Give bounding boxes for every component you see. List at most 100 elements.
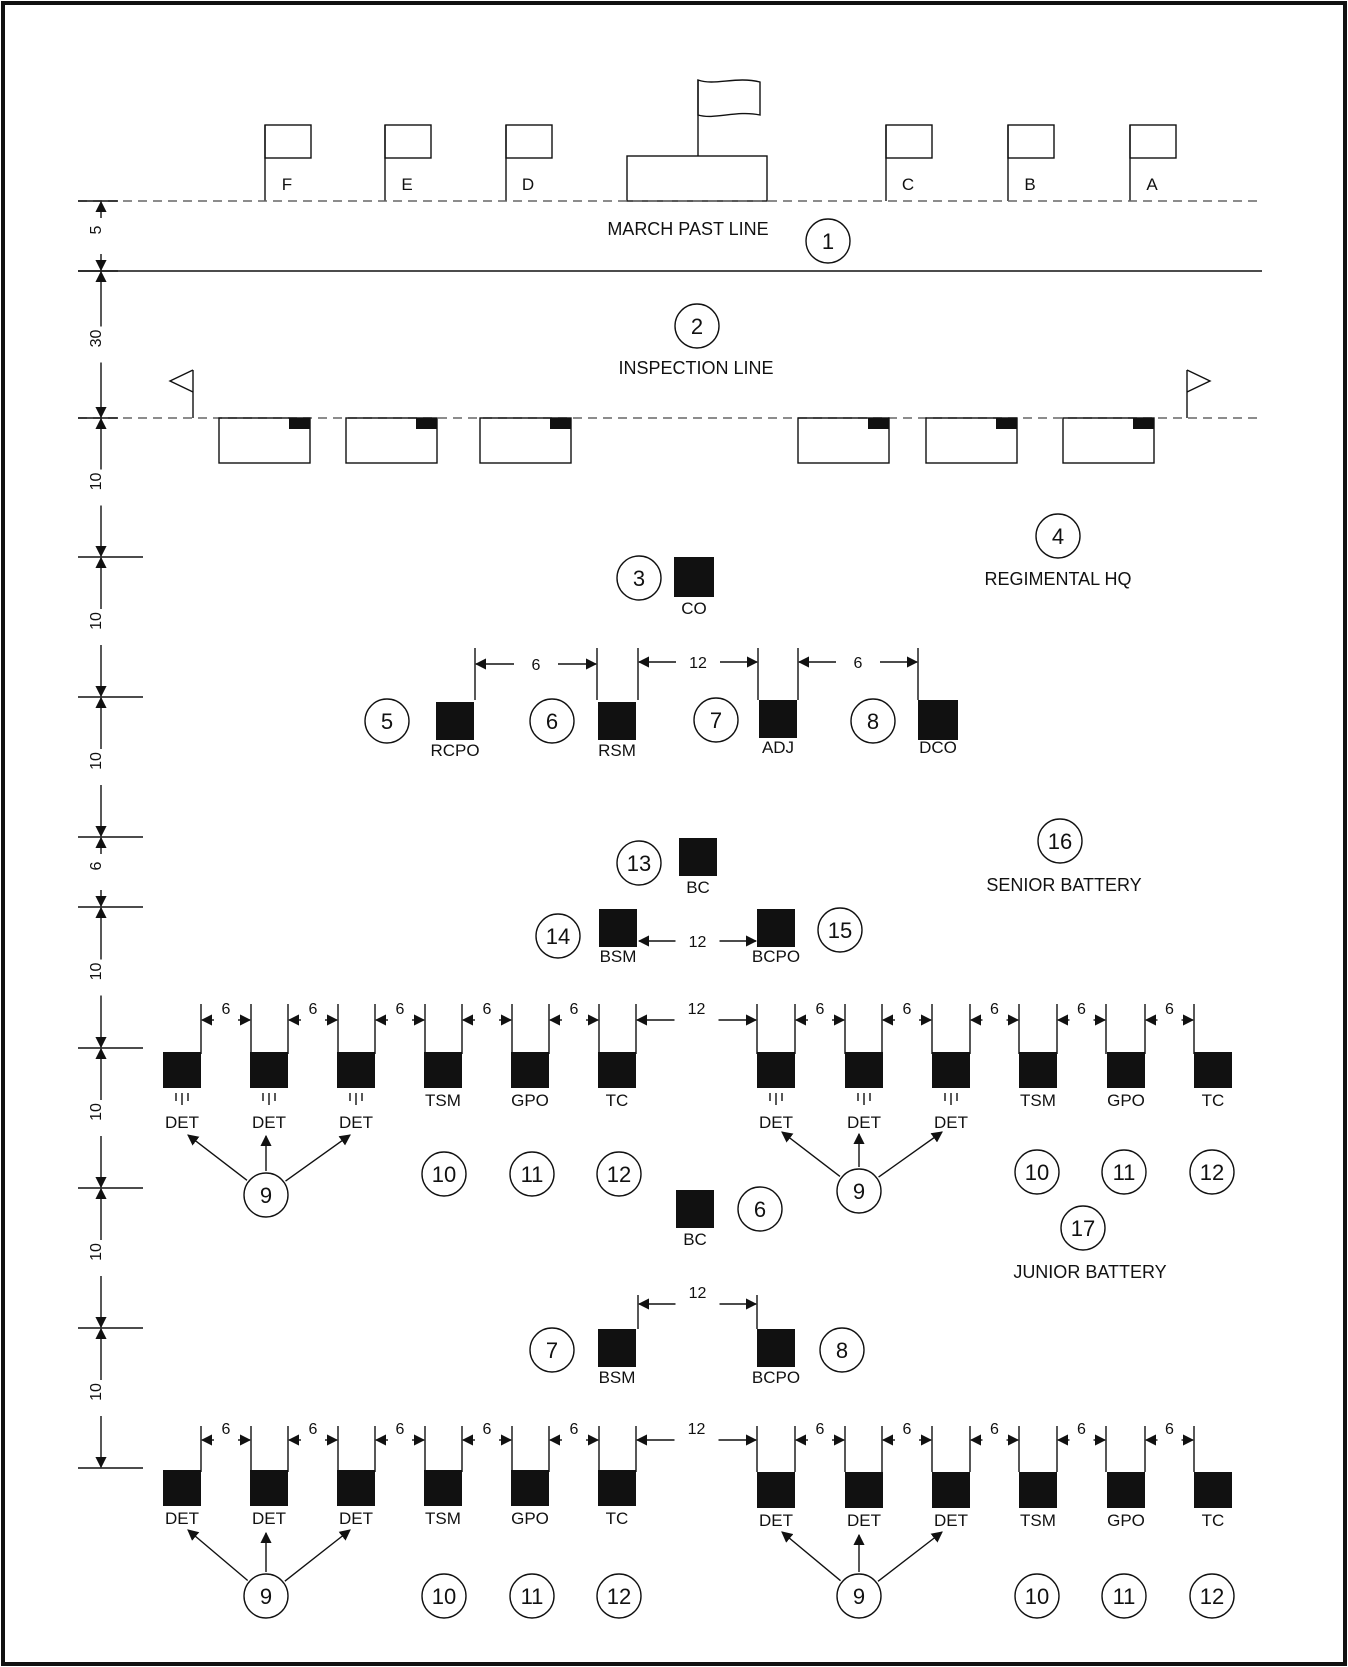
horizontal-distance: 12 bbox=[637, 934, 758, 951]
senior-bcpo-position: BCPO bbox=[752, 909, 800, 966]
horizontal-distance-label: 12 bbox=[689, 934, 707, 951]
callout-7-junior: 7 bbox=[529, 1327, 575, 1373]
flag-marker-e: E bbox=[384, 124, 432, 201]
horizontal-distance: 6 bbox=[548, 1421, 600, 1446]
pointer-arrow bbox=[284, 1529, 351, 1582]
det-label: DET bbox=[759, 1511, 793, 1530]
det-marker bbox=[250, 1052, 288, 1088]
junior-left-tsm-4: TSM bbox=[424, 1470, 462, 1528]
senior-right-det-1: DET bbox=[757, 1052, 795, 1132]
march-past-line-label: MARCH PAST LINE bbox=[607, 219, 768, 239]
senior-left-gpo-5: GPO bbox=[511, 1052, 549, 1110]
gpo-marker bbox=[511, 1470, 549, 1506]
horizontal-distance: 6 bbox=[794, 1421, 846, 1446]
tc-marker bbox=[598, 1470, 636, 1506]
pointer-arrow bbox=[781, 1131, 841, 1177]
saluting-base bbox=[626, 79, 768, 202]
callout-2-number: 2 bbox=[691, 314, 703, 339]
vertical-distance-label: 10 bbox=[88, 1103, 105, 1121]
junior-bsm-position-label: BSM bbox=[599, 1368, 636, 1387]
det-label: DET bbox=[165, 1113, 199, 1132]
det-label: DET bbox=[165, 1509, 199, 1528]
junior-left-tc-6: TC bbox=[598, 1470, 636, 1528]
vertical-distance-label: 5 bbox=[88, 225, 105, 234]
detachment-pointer-arrows bbox=[187, 1131, 943, 1582]
co-position-marker bbox=[674, 557, 714, 597]
callout-9-junior-left-number: 9 bbox=[260, 1584, 272, 1609]
horizontal-distance: 6 bbox=[287, 1421, 339, 1446]
callout-9-junior-right-number: 9 bbox=[853, 1584, 865, 1609]
flag-letter-c: C bbox=[902, 175, 914, 194]
tsm-marker bbox=[424, 1470, 462, 1506]
rsm-position-marker bbox=[598, 702, 636, 740]
callout-8: 8 bbox=[850, 698, 896, 744]
tsm-marker bbox=[1019, 1052, 1057, 1088]
horizontal-distance: 6 bbox=[200, 1001, 252, 1026]
pointer-arrow bbox=[781, 1531, 841, 1582]
horizontal-distance-label: 6 bbox=[1077, 1001, 1086, 1018]
flag-letter-d: D bbox=[522, 175, 534, 194]
junior-bcpo-position-marker bbox=[757, 1329, 795, 1367]
horizontal-distance: 6 bbox=[461, 1001, 513, 1026]
callout-11: 11 bbox=[1101, 1573, 1147, 1619]
horizontal-distance: 12 bbox=[637, 1285, 758, 1310]
vertical-distance-label: 10 bbox=[88, 1383, 105, 1401]
callout-12-number: 12 bbox=[607, 1162, 631, 1187]
callout-9-senior-right: 9 bbox=[836, 1168, 882, 1214]
horizontal-distance-label: 6 bbox=[816, 1421, 825, 1438]
callout-4-number: 4 bbox=[1052, 524, 1064, 549]
battery-flag-box bbox=[797, 417, 890, 464]
senior-bc-position-marker bbox=[679, 838, 717, 876]
horizontal-distance: 6 bbox=[200, 1421, 252, 1446]
callout-12: 12 bbox=[1189, 1149, 1235, 1195]
tsm-label: TSM bbox=[1020, 1091, 1056, 1110]
junior-bc-position-label: BC bbox=[683, 1230, 707, 1249]
horizontal-distance: 6 bbox=[969, 1421, 1020, 1446]
rcpo-position-marker bbox=[436, 702, 474, 740]
callout-14: 14 bbox=[535, 913, 581, 959]
pointer-arrow bbox=[285, 1134, 351, 1182]
senior-battery-header: SENIOR BATTERY bbox=[986, 875, 1141, 895]
horizontal-distance-label: 6 bbox=[309, 1421, 318, 1438]
junior-bcpo-position-label: BCPO bbox=[752, 1368, 800, 1387]
callout-5-number: 5 bbox=[381, 709, 393, 734]
flag-letter-e: E bbox=[401, 175, 412, 194]
senior-right-tsm-4: TSM bbox=[1019, 1052, 1057, 1110]
callout-16-number: 16 bbox=[1048, 829, 1072, 854]
senior-bsm-position: BSM bbox=[599, 909, 637, 966]
flag-letter-a: A bbox=[1146, 175, 1158, 194]
rcpo-position-label: RCPO bbox=[430, 741, 479, 760]
left-pennant-marker bbox=[168, 369, 194, 418]
callout-2: 2 bbox=[674, 303, 720, 349]
det-label: DET bbox=[759, 1113, 793, 1132]
callout-11-number: 11 bbox=[521, 1584, 544, 1609]
callout-8-number: 8 bbox=[867, 709, 879, 734]
battery-flag-box bbox=[345, 417, 438, 464]
det-label: DET bbox=[339, 1113, 373, 1132]
horizontal-distance: 6 bbox=[374, 1001, 426, 1026]
horizontal-distance-label: 6 bbox=[532, 657, 541, 674]
dco-position-label: DCO bbox=[919, 738, 957, 757]
horizontal-distance-label: 12 bbox=[688, 1421, 706, 1438]
callout-3-number: 3 bbox=[633, 566, 645, 591]
flag-letter-f: F bbox=[282, 175, 292, 194]
battery-flag-box bbox=[925, 417, 1018, 464]
horizontal-distance: 6 bbox=[1144, 1001, 1195, 1026]
horizontal-distance-label: 6 bbox=[396, 1001, 405, 1018]
gpo-label: GPO bbox=[1107, 1511, 1145, 1530]
horizontal-distance: 6 bbox=[1144, 1421, 1195, 1446]
junior-bsm-position: BSM bbox=[598, 1329, 636, 1387]
senior-bsm-position-label: BSM bbox=[600, 947, 637, 966]
horizontal-distance-label: 6 bbox=[1077, 1421, 1086, 1438]
dco-position: DCO bbox=[918, 700, 958, 757]
dco-position-marker bbox=[918, 700, 958, 740]
det-marker bbox=[163, 1470, 201, 1506]
det-marker bbox=[932, 1052, 970, 1088]
senior-right-tc-6: TC bbox=[1194, 1052, 1232, 1110]
callout-5: 5 bbox=[364, 698, 410, 744]
callout-8-junior: 8 bbox=[819, 1327, 865, 1373]
horizontal-distance-label: 6 bbox=[854, 655, 863, 672]
